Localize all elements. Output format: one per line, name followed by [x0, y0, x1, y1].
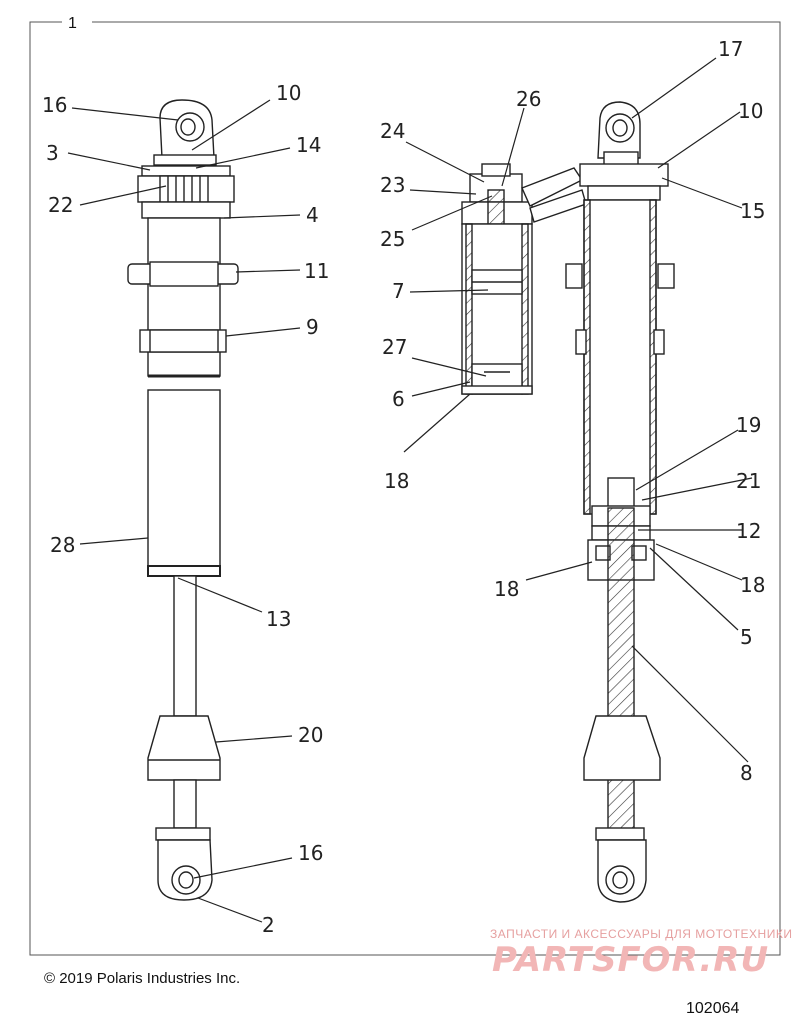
callout-13: 13 [266, 607, 291, 631]
callout-12: 12 [736, 519, 761, 543]
leader-lines [67, 57, 753, 923]
callout-6: 6 [392, 387, 405, 411]
callout-18-right: 18 [740, 573, 765, 597]
drawing-border [29, 21, 781, 956]
callout-16-top: 16 [42, 93, 67, 117]
callout-18-left: 18 [494, 577, 519, 601]
callout-11: 11 [304, 259, 329, 283]
reservoir-section-view [461, 163, 587, 395]
callout-18-reservoir: 18 [384, 469, 409, 493]
callout-28: 28 [50, 533, 75, 557]
callout-21: 21 [736, 469, 761, 493]
callout-4: 4 [306, 203, 319, 227]
callout-26: 26 [516, 87, 541, 111]
watermark-brand: PARTSFOR.RU [492, 940, 770, 980]
callout-labels: 16 10 3 14 22 4 11 9 28 13 20 16 2 24 26… [42, 37, 765, 937]
frame-number: 1 [68, 15, 77, 32]
callout-19: 19 [736, 413, 761, 437]
callout-3: 3 [46, 141, 59, 165]
copyright-notice: © 2019 Polaris Industries Inc. [44, 970, 241, 987]
callout-23: 23 [380, 173, 405, 197]
callout-10-right: 10 [738, 99, 763, 123]
shock-external-view [127, 99, 239, 901]
callout-5: 5 [740, 625, 753, 649]
callout-27: 27 [382, 335, 407, 359]
callout-16-bottom: 16 [298, 841, 323, 865]
callout-14: 14 [296, 133, 321, 157]
callout-7: 7 [392, 279, 405, 303]
figure-id: 102064 [686, 1000, 740, 1017]
callout-9: 9 [306, 315, 319, 339]
callout-17: 17 [718, 37, 743, 61]
callout-15: 15 [740, 199, 765, 223]
callout-25: 25 [380, 227, 405, 251]
callout-20: 20 [298, 723, 323, 747]
callout-24: 24 [380, 119, 405, 143]
watermark-subtitle: ЗАПЧАСТИ И АКСЕССУАРЫ ДЛЯ МОТОТЕХНИКИ [490, 927, 793, 941]
callout-10-left: 10 [276, 81, 301, 105]
shock-section-view [565, 101, 675, 903]
callout-2: 2 [262, 913, 275, 937]
callout-22: 22 [48, 193, 73, 217]
callout-8: 8 [740, 761, 753, 785]
